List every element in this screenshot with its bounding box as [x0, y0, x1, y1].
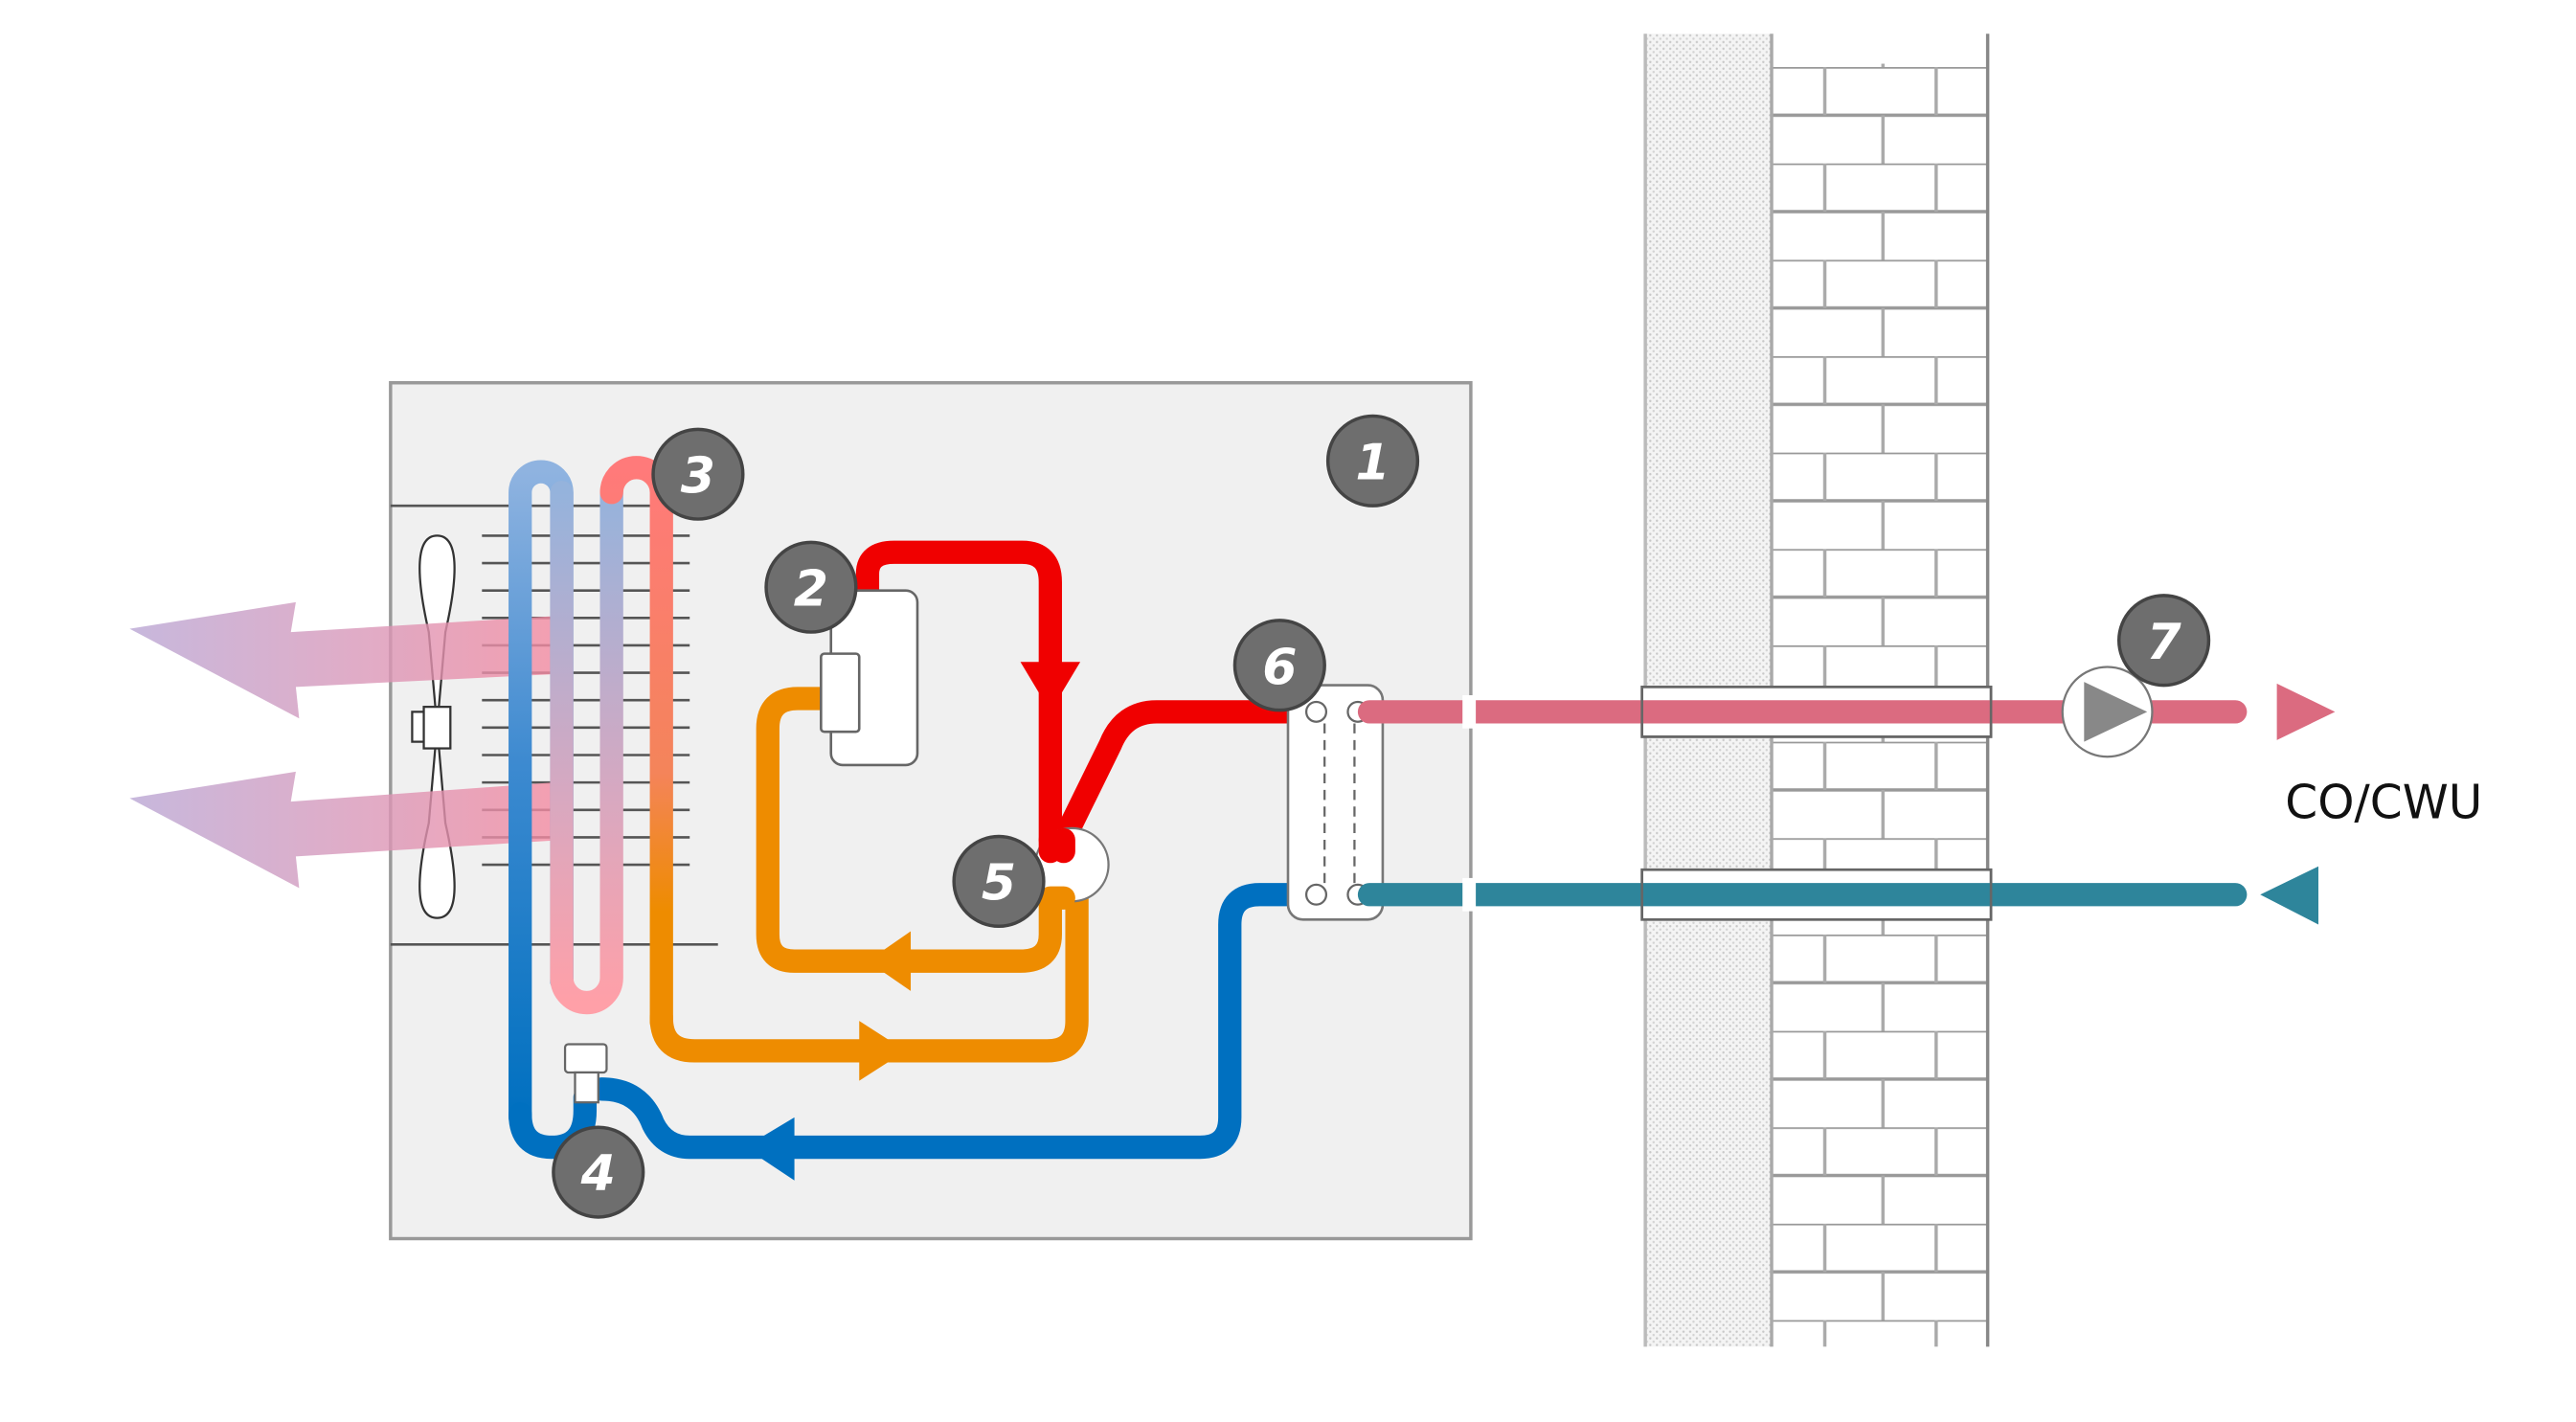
pipe-red-condenser — [1051, 700, 1325, 852]
refrigerant-circuit — [508, 540, 1325, 1160]
building-wall — [1640, 34, 1993, 1347]
svg-text:5: 5 — [982, 854, 1016, 912]
arrow-orange-left — [867, 931, 912, 991]
air-arrow-lower — [129, 771, 566, 889]
svg-text:2: 2 — [794, 560, 828, 618]
svg-text:7: 7 — [2146, 614, 2181, 671]
arrow-orange-right — [859, 1021, 906, 1081]
badge-expansion-valve: 4 — [552, 1125, 645, 1219]
air-flow-arrows — [129, 601, 566, 889]
arrow-red-down — [1020, 662, 1081, 712]
badge-circulation-pump: 7 — [2117, 594, 2211, 688]
pipe-orange-lower — [649, 886, 1089, 1063]
badge-four-way-valve: 5 — [952, 834, 1046, 928]
svg-text:4: 4 — [580, 1145, 616, 1203]
svg-text:1: 1 — [1355, 434, 1390, 491]
pipe-orange-upper — [756, 687, 1062, 973]
badge-compressor: 2 — [764, 540, 858, 634]
badge-unit: 1 — [1325, 414, 1420, 508]
badge-evaporator: 3 — [651, 427, 745, 521]
circulation-pump-icon — [2061, 666, 2154, 758]
badge-heat-exchanger: 6 — [1232, 619, 1326, 712]
return-direction-arrow — [2260, 866, 2318, 925]
compressor-icon — [820, 589, 919, 767]
heat-exchanger-icon — [1286, 684, 1385, 921]
expansion-valve-icon — [563, 1043, 608, 1104]
number-badges: 1 2 3 4 5 6 7 — [552, 414, 2211, 1219]
arrow-blue-left — [744, 1117, 795, 1181]
flow-arrows — [744, 662, 1081, 1181]
outlet-label: CO/CWU — [2285, 776, 2482, 829]
pipe-red-discharge — [855, 540, 1062, 852]
air-arrow-upper — [129, 601, 566, 719]
supply-direction-arrow — [2276, 683, 2336, 740]
pipe-blue-return — [590, 883, 1325, 1160]
svg-text:6: 6 — [1262, 639, 1297, 696]
svg-text:3: 3 — [681, 447, 715, 505]
pipe-blue-evaporator-inlet — [508, 1085, 598, 1160]
